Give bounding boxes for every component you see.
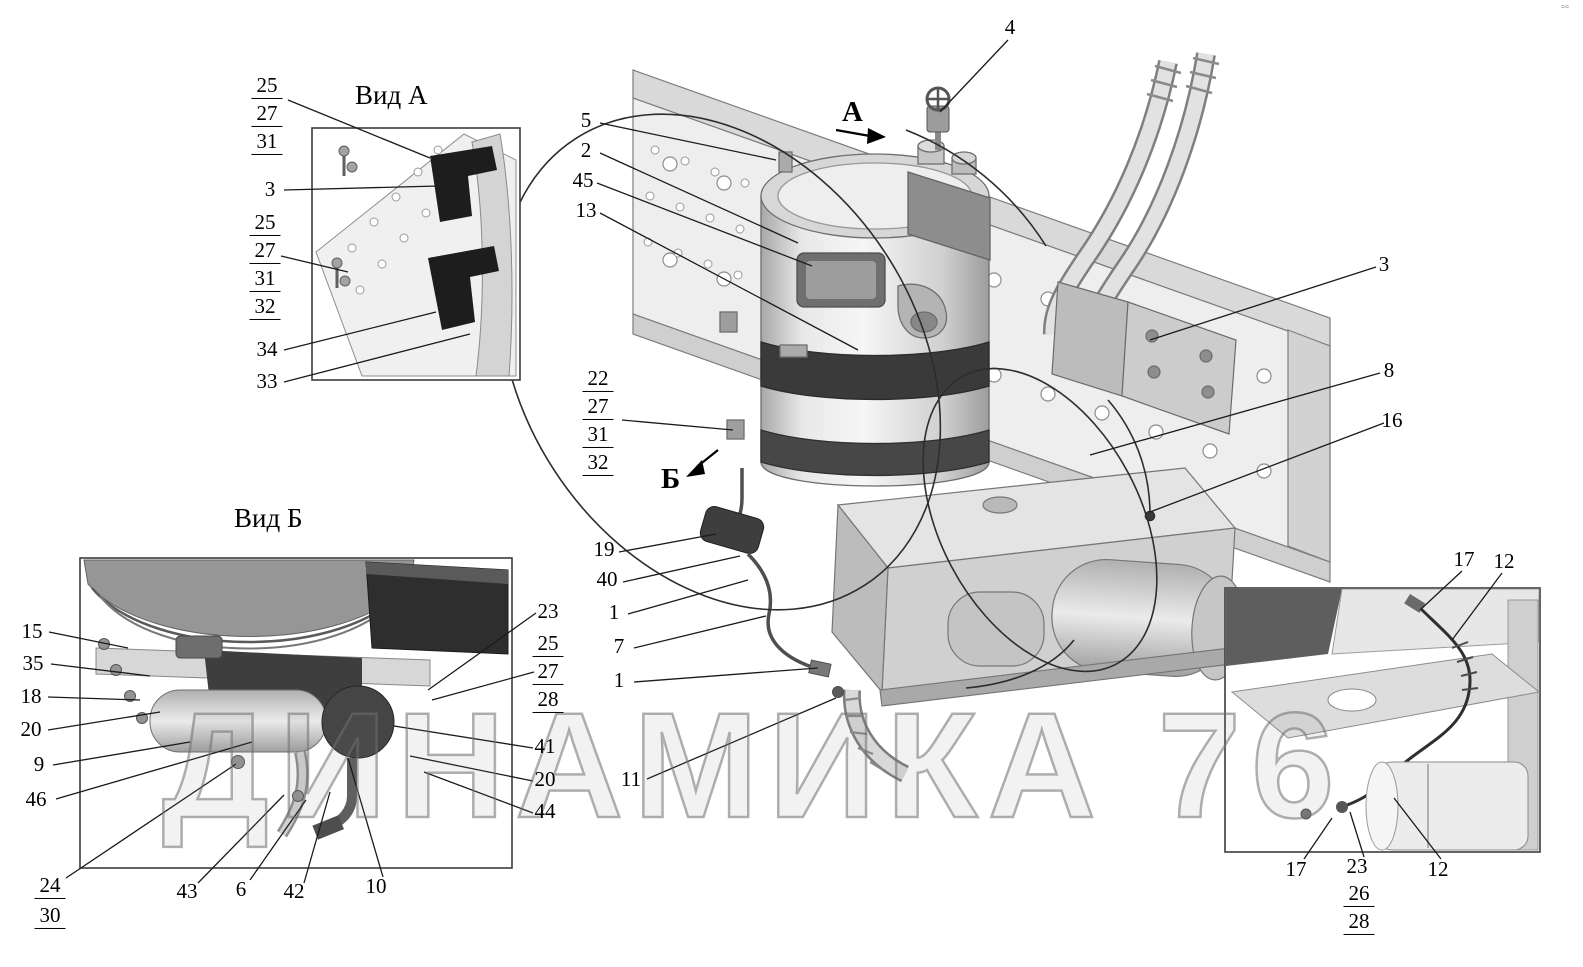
callout-27: 27 xyxy=(582,394,614,421)
callout-3: 3 xyxy=(264,176,276,201)
callout-31: 31 xyxy=(582,422,614,449)
view-b-title: Вид Б xyxy=(234,503,303,533)
direction-arrows xyxy=(686,128,886,477)
callout-2: 2 xyxy=(580,137,592,162)
callout-31: 31 xyxy=(251,129,283,156)
callout-12: 12 xyxy=(1493,548,1515,573)
bracket-lower xyxy=(428,246,499,330)
callout-7: 7 xyxy=(613,633,625,658)
callout-25: 25 xyxy=(532,631,564,658)
callout-5: 5 xyxy=(580,107,592,132)
callout-41: 41 xyxy=(534,733,556,758)
callout-25: 25 xyxy=(251,73,283,100)
callout-46: 46 xyxy=(25,786,47,811)
bracket-upper xyxy=(430,146,497,222)
callout-34: 34 xyxy=(256,336,278,361)
callout-19: 19 xyxy=(593,536,615,561)
callout-1: 1 xyxy=(608,599,620,624)
callout-16: 16 xyxy=(1381,407,1403,432)
callout-28: 28 xyxy=(532,687,564,714)
callout-11: 11 xyxy=(620,766,642,791)
callout-12: 12 xyxy=(1427,856,1449,881)
circulation-pump xyxy=(947,558,1245,681)
mounting-bracket xyxy=(1051,281,1237,435)
fuel-line-and-filter xyxy=(699,468,844,698)
callout-43: 43 xyxy=(176,878,198,903)
view-a-title: Вид А xyxy=(355,80,428,110)
corner-mark: °° xyxy=(1561,4,1569,15)
rail-small-holes xyxy=(643,145,750,280)
callout-17: 17 xyxy=(1285,856,1307,881)
callout-28: 28 xyxy=(1343,909,1375,936)
callout-1: 1 xyxy=(613,667,625,692)
callout-6: 6 xyxy=(235,876,247,901)
callout-32: 32 xyxy=(249,294,281,321)
callout-15: 15 xyxy=(21,618,43,643)
inset-view-a xyxy=(311,127,521,381)
inset-a-holes xyxy=(347,145,443,295)
callout-23: 23 xyxy=(537,598,559,623)
callout-40: 40 xyxy=(596,566,618,591)
callout-31: 31 xyxy=(249,266,281,293)
callout-35: 35 xyxy=(22,650,44,675)
callout-4: 4 xyxy=(1004,14,1016,39)
inset-a-bolts xyxy=(331,145,358,288)
callout-44: 44 xyxy=(534,798,556,823)
callout-30: 30 xyxy=(34,903,66,930)
callout-20: 20 xyxy=(534,766,556,791)
callout-22: 22 xyxy=(582,366,614,393)
callout-8: 8 xyxy=(1383,357,1395,382)
callout-32: 32 xyxy=(582,450,614,477)
tank-and-pump xyxy=(831,467,1245,783)
callout-26: 26 xyxy=(1343,881,1375,908)
callout-42: 42 xyxy=(283,878,305,903)
leader-lines xyxy=(47,39,1503,884)
callout-10: 10 xyxy=(365,873,387,898)
inset-view-b xyxy=(79,557,513,869)
callout-3: 3 xyxy=(1378,251,1390,276)
direction-label-a: А xyxy=(842,96,863,128)
callout-27: 27 xyxy=(532,659,564,686)
callout-13: 13 xyxy=(575,197,597,222)
callout-27: 27 xyxy=(249,238,281,265)
callout-24: 24 xyxy=(34,873,66,900)
callout-9: 9 xyxy=(33,751,45,776)
callout-23: 23 xyxy=(1346,853,1368,878)
inset-right xyxy=(1224,587,1541,853)
direction-label-b: Б xyxy=(661,463,681,495)
callout-45: 45 xyxy=(572,167,594,192)
callout-33: 33 xyxy=(256,368,278,393)
wiring-harness xyxy=(498,113,1158,689)
callout-27: 27 xyxy=(251,101,283,128)
callout-20: 20 xyxy=(20,716,42,741)
callout-25: 25 xyxy=(249,210,281,237)
callout-17: 17 xyxy=(1453,546,1475,571)
callout-18: 18 xyxy=(20,683,42,708)
